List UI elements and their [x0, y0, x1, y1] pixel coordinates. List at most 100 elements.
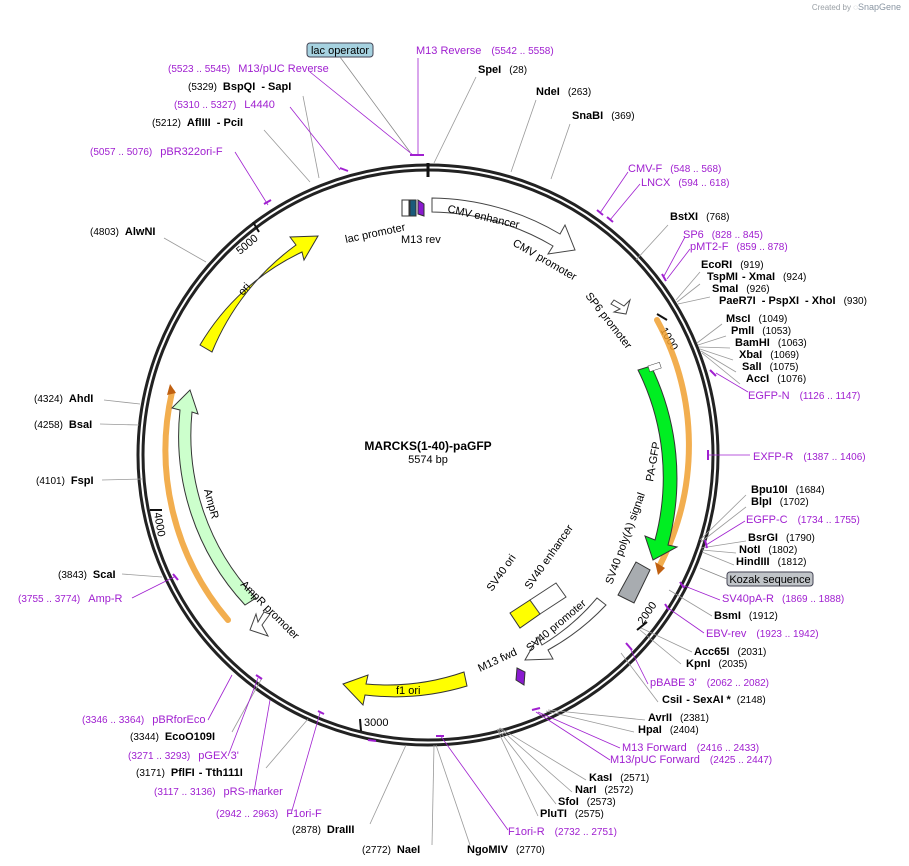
site-snabi: SnaBI(369): [572, 110, 635, 122]
credit-brand: SnapGene: [857, 2, 901, 12]
site-ecoo109i: (3344)EcoO109I: [130, 731, 215, 743]
site-csii-sexai: CsiI- SexAI*(2148): [662, 694, 766, 706]
site-sfoi: SfoI(2573): [558, 796, 616, 808]
site-sali: SalI(1075): [742, 361, 798, 373]
site-pflfi-tth111i: (3171)PflFI- Tth111I: [136, 767, 243, 779]
site-xbai: XbaI(1069): [739, 349, 799, 361]
primer-m13-puc-forward: M13/pUC Forward(2425 .. 2447): [610, 754, 772, 766]
site-avrii: AvrII(2381): [648, 712, 709, 724]
site-pmli: PmlI(1053): [731, 325, 791, 337]
svg-text:Kozak sequence: Kozak sequence: [729, 574, 810, 586]
site-bspqi-sapi: (5329)BspQI- SapI: [188, 81, 291, 93]
primer-f1ori-f: (2942 .. 2963)F1ori-F: [216, 808, 322, 820]
site-blpi: BlpI(1702): [751, 496, 809, 508]
site-hpai: HpaI(2404): [638, 724, 699, 736]
credit-prefix: Created by: [811, 3, 851, 12]
feature-m13-rev-label: M13 rev: [401, 234, 441, 246]
primer-pbr322ori-f: (5057 .. 5076)pBR322ori-F: [90, 146, 223, 158]
feature-ampr: AmpR: [171, 389, 257, 606]
site-bsai: (4258)BsaI: [34, 419, 92, 431]
primer-prs-marker: (3117 .. 3136)pRS-marker: [154, 786, 283, 798]
primer-ebv-rev: EBV-rev(1923 .. 1942): [706, 628, 819, 640]
primer-pbrforeco: (3346 .. 3364)pBRforEco: [82, 714, 205, 726]
primer-egfp-c: EGFP-C(1734 .. 1755): [746, 514, 860, 526]
primer-lncx: LNCX(594 .. 618): [641, 177, 730, 189]
svg-text:AmpR promoter: AmpR promoter: [238, 579, 302, 643]
tick-label-4000: 4000: [151, 511, 167, 537]
site-ecori: EcoRI(919): [701, 259, 764, 271]
site-kasi: KasI(2571): [589, 772, 649, 784]
svg-text:lac promoter: lac promoter: [344, 221, 407, 246]
primer-m13-reverse: M13 Reverse(5542 .. 5558): [416, 45, 554, 57]
tick-label-3000: 3000: [364, 717, 388, 729]
svg-text:SV40 ori: SV40 ori: [485, 552, 519, 593]
site-bpu10i: Bpu10I(1684): [751, 484, 825, 496]
plasmid-name: MARCKS(1-40)-paGFP: [364, 439, 491, 453]
site-bamhi: BamHI(1063): [735, 337, 807, 349]
box-kozak-sequence: Kozak sequence: [699, 567, 814, 587]
snapgene-credit: Created by ◌SnapGene: [812, 2, 901, 12]
primer-sv40pa-r: SV40pA-R(1869 .. 1888): [722, 593, 844, 605]
primer-pmt2-f: pMT2-F(859 .. 878): [690, 241, 788, 253]
site-bsmi: BsmI(1912): [714, 610, 778, 622]
site-acci: AccI(1076): [746, 373, 806, 385]
tick-3000: 3000: [359, 717, 388, 732]
site-list: SpeI(28) NdeI(263) SnaBI(369) BstXI(768)…: [34, 64, 867, 856]
snapgene-logo-icon: ◌: [853, 3, 858, 12]
site-spei: SpeI(28): [478, 64, 527, 76]
svg-text:PA-GFP: PA-GFP: [644, 441, 663, 483]
site-bstxi: BstXI(768): [670, 211, 729, 223]
tick-label-2000: 2000: [636, 600, 660, 627]
primer-marks: [172, 154, 717, 742]
site-leaders: [99, 76, 747, 846]
site-ahdi: (4324)AhdI: [34, 393, 93, 405]
primer-list: M13 Reverse(5542 .. 5558) (5523 .. 5545)…: [18, 45, 866, 838]
primer-amp-r: (3755 .. 3774)Amp-R: [18, 593, 123, 605]
feature-pa-gfp: PA-GFP: [637, 361, 679, 561]
primer-leaders: [131, 58, 750, 831]
primer-m13-puc-reverse: (5523 .. 5545)M13/pUC Reverse: [168, 63, 329, 75]
site-pluti: PluTI(2575): [540, 808, 604, 820]
plasmid-length: 5574 bp: [408, 454, 448, 466]
svg-text:lac operator: lac operator: [311, 45, 369, 57]
feature-cmv-enhancer: CMV enhancer: [431, 197, 576, 255]
site-acc65i: Acc65I(2031): [694, 646, 766, 658]
site-naei: (2772)NaeI: [362, 844, 420, 856]
box-lac-operator: lac operator: [306, 42, 411, 153]
site-tspmi-xmai: TspMI- XmaI(924): [707, 271, 806, 283]
feature-sp6-promoter: SP6 promoter: [583, 290, 634, 351]
svg-text:SP6 promoter: SP6 promoter: [583, 290, 634, 351]
primer-exfp-r: EXFP-R(1387 .. 1406): [753, 451, 866, 463]
primer-pbabe3: pBABE 3'(2062 .. 2082): [650, 677, 769, 689]
primer-sp6: SP6(828 .. 845): [683, 229, 763, 241]
primer-pgex3: (3271 .. 3293)pGEX 3': [128, 750, 239, 762]
site-scai: (3843)ScaI: [58, 569, 116, 581]
site-msci: MscI(1049): [726, 313, 787, 325]
orange-arc-ampr: [162, 389, 231, 623]
feature-sv40-enhancer-label: SV40 enhancer: [523, 522, 577, 591]
site-ndei: NdeI(263): [536, 86, 591, 98]
site-bsrgi: BsrGI(1790): [748, 532, 815, 544]
tick-4000: 4000: [150, 509, 167, 538]
feature-ampr-promoter: AmpR promoter: [238, 579, 302, 643]
site-fspi: (4101)FspI: [36, 475, 94, 487]
feature-m13-fwd: M13 fwd: [476, 646, 526, 686]
orange-arc-pagfp: [654, 317, 692, 568]
svg-text:M13 fwd: M13 fwd: [476, 646, 519, 674]
svg-text:f1 ori: f1 ori: [396, 685, 420, 697]
site-kpni: KpnI(2035): [686, 658, 747, 670]
site-nari: NarI(2572): [575, 784, 633, 796]
site-afliii-pcii: (5212)AflIII- PciI: [152, 117, 243, 129]
primer-m13-forward: M13 Forward(2416 .. 2433): [622, 742, 759, 754]
site-paer7i-pspxi-xhoi: PaeR7I- PspXI- XhoI(930): [719, 295, 867, 307]
primer-l4440: (5310 .. 5327)L4440: [174, 99, 275, 111]
feature-lac-promoter: lac promoter M13 rev: [344, 199, 441, 246]
primer-cmv-f: CMV-F(548 .. 568): [628, 163, 721, 175]
feature-f1-ori: f1 ori: [342, 671, 468, 707]
site-hindiii: HindIII(1812): [736, 556, 807, 568]
site-smai: SmaI(926): [712, 283, 770, 295]
feature-sv40-polya: SV40 poly(A) signal: [604, 491, 651, 604]
site-noti: NotI(1802): [739, 544, 797, 556]
site-draiii: (2878)DraIII: [292, 824, 354, 836]
